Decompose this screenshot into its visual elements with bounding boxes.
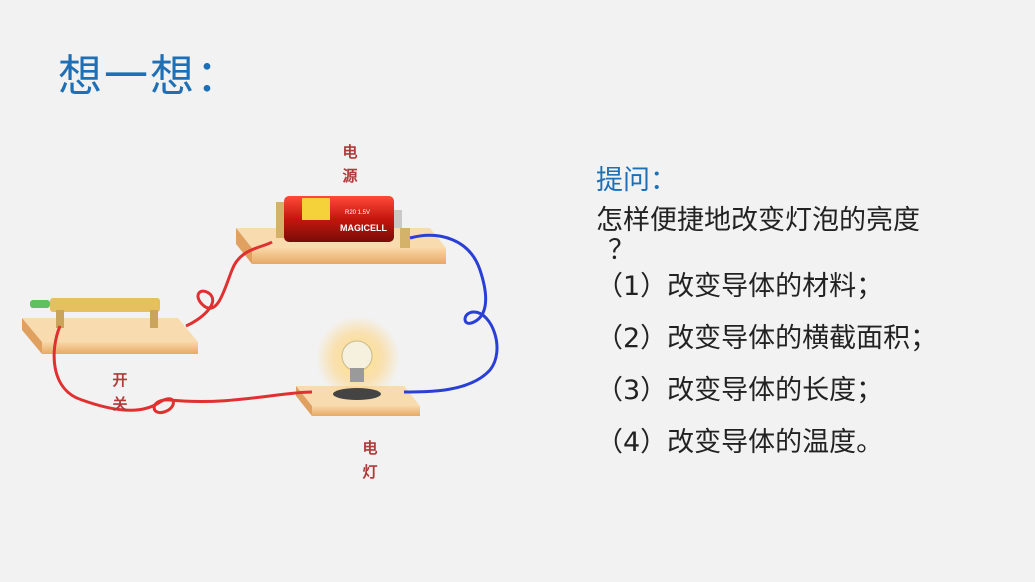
blue-wire-battery-lamp [403,233,499,394]
red-wire-switch-lamp [52,325,313,415]
lamp-label: 电灯 [362,439,378,481]
lamp-bulb-icon [316,316,400,400]
switch-board [22,298,198,354]
slide-title: 想一想： [58,51,242,102]
question-block: 提问： 怎样便捷地改变灯泡的亮度 ？ （1）改变导体的材料； （2）改变导体的横… [596,158,1016,469]
circuit-diagram: MAGICELL R20 1.5V [0,130,560,510]
red-wire-battery-switch [185,240,273,328]
answer-item: （1）改变导体的材料； [596,271,884,302]
battery-brand: MAGICELL [340,223,387,233]
question-mark: ？ [608,235,635,266]
question-text: 怎样便捷地改变灯泡的亮度 [596,205,920,236]
answer-item: （3）改变导体的长度； [596,375,884,406]
battery-model: R20 1.5V [345,210,370,216]
circuit-illustration: MAGICELL R20 1.5V [22,196,499,416]
battery-icon: MAGICELL R20 1.5V [276,196,410,248]
answer-item: （2）改变导体的横截面积； [596,323,938,354]
question-label: 提问： [596,165,677,196]
answer-item: （4）改变导体的温度。 [596,427,884,458]
battery-label: 电源 [342,143,358,185]
answer-list: （1）改变导体的材料； （2）改变导体的横截面积； （3）改变导体的长度； （4… [596,261,1016,469]
switch-label: 开关 [112,371,128,413]
